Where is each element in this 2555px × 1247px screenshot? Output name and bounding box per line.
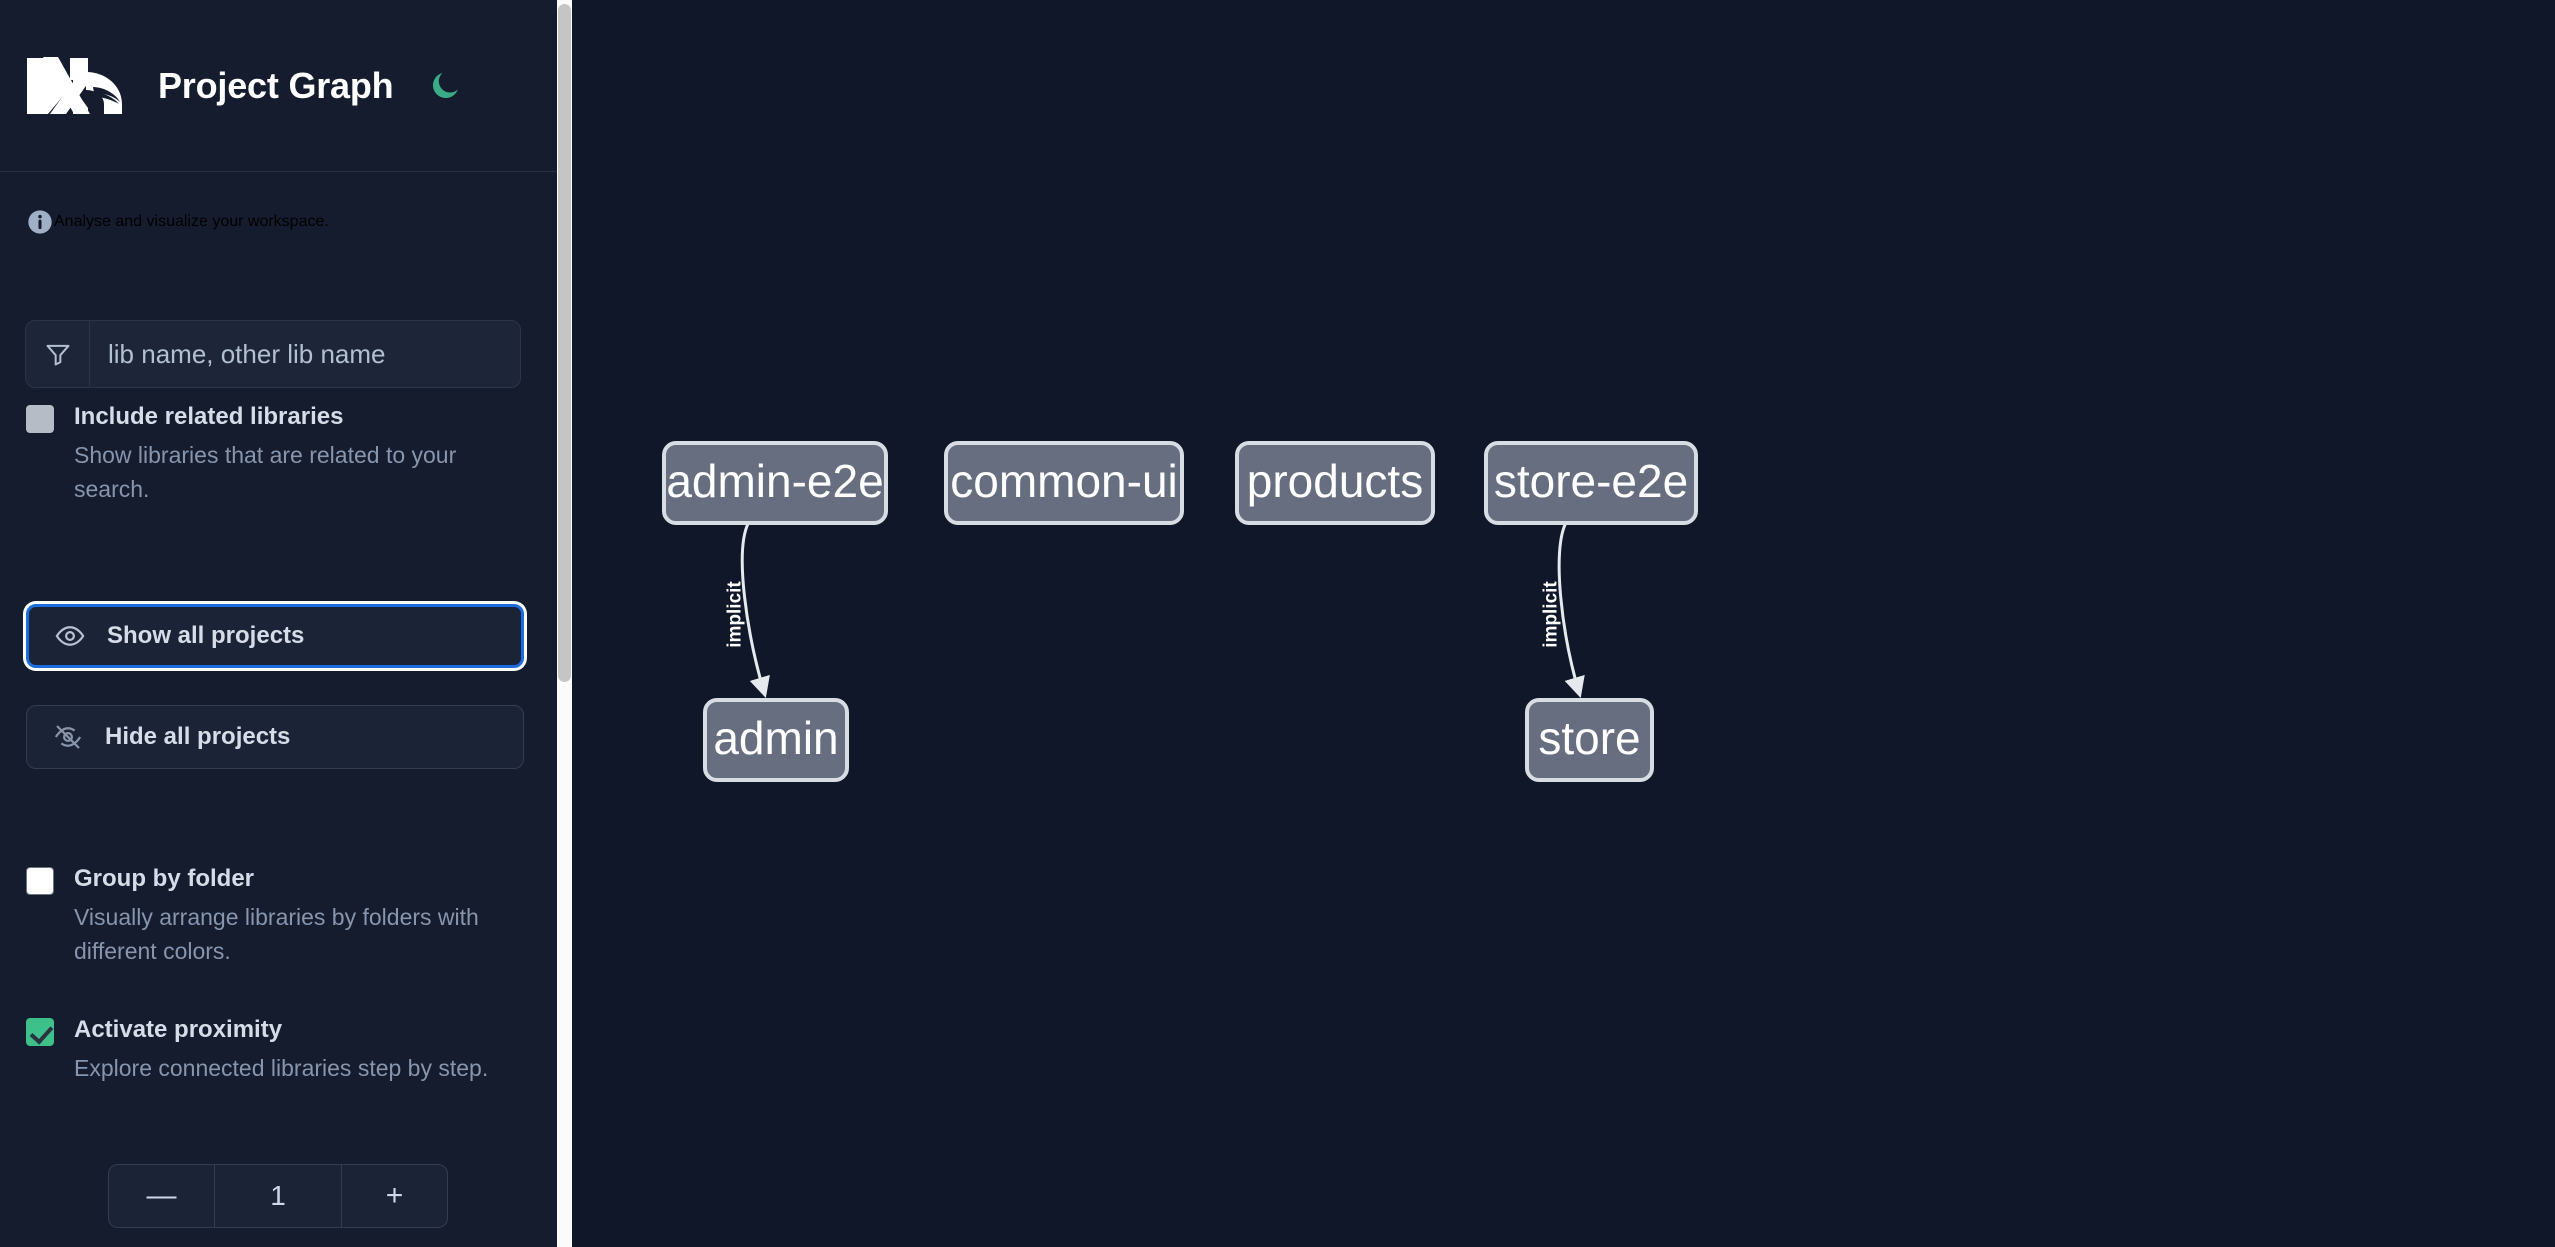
graph-svg: implicit implicit admin-e2e common-ui produ… xyxy=(662,441,1698,782)
funnel-icon xyxy=(26,321,90,387)
sidebar: Project Graph Analyse and visualize your… xyxy=(0,0,557,1247)
group-by-folder-checkbox[interactable] xyxy=(26,867,54,895)
project-graph-canvas[interactable]: implicit implicit admin-e2e common-ui produ… xyxy=(572,0,2555,1247)
graph-node-label: products xyxy=(1247,455,1423,507)
moon-icon[interactable] xyxy=(423,64,467,108)
option-label: Activate proximity xyxy=(74,1016,283,1043)
activate-proximity-checkbox[interactable] xyxy=(26,1018,54,1046)
graph-node[interactable]: admin xyxy=(703,698,849,782)
option-group-by-folder[interactable]: Group by folder Visually arrange librari… xyxy=(26,862,526,968)
sidebar-tagline: Analyse and visualize your workspace. xyxy=(0,172,557,236)
graph-node[interactable]: admin-e2e xyxy=(662,441,888,525)
nx-logo-icon xyxy=(26,50,126,122)
graph-nodes: admin-e2e common-ui products store-e2e admin… xyxy=(662,441,1698,782)
option-label: Include related libraries xyxy=(74,403,344,430)
hide-all-projects-button[interactable]: Hide all projects xyxy=(26,705,524,769)
eye-icon xyxy=(55,621,85,651)
graph-edge-label: implicit xyxy=(1541,581,1562,648)
stepper-value: 1 xyxy=(270,1180,286,1211)
graph-node[interactable]: store-e2e xyxy=(1484,441,1698,525)
include-related-libraries-checkbox[interactable] xyxy=(26,405,54,433)
page-title: Project Graph xyxy=(158,64,394,106)
graph-edge[interactable]: implicit xyxy=(725,522,770,699)
option-label: Group by folder xyxy=(74,865,254,892)
graph-edges: implicit implicit xyxy=(725,522,1585,699)
sidebar-header: Project Graph xyxy=(0,0,557,172)
hide-all-projects-label: Hide all projects xyxy=(105,723,291,750)
show-all-projects-button[interactable]: Show all projects xyxy=(26,604,524,668)
graph-node-label: store xyxy=(1538,712,1640,764)
graph-node-label: common-ui xyxy=(950,455,1178,507)
sidebar-scrollbar-thumb[interactable] xyxy=(558,4,571,682)
option-description: Show libraries that are related to your … xyxy=(74,441,457,502)
option-description: Visually arrange libraries by folders wi… xyxy=(74,903,479,964)
option-activate-proximity[interactable]: Activate proximity Explore connected lib… xyxy=(26,1013,526,1085)
graph-node-label: store-e2e xyxy=(1494,455,1688,507)
graph-node[interactable]: products xyxy=(1235,441,1435,525)
option-text: Group by folder Visually arrange librari… xyxy=(74,862,524,968)
option-include-related-libraries[interactable]: Include related libraries Show libraries… xyxy=(26,400,526,506)
option-text: Include related libraries Show libraries… xyxy=(74,400,524,506)
stepper-increment-button[interactable]: + xyxy=(341,1165,447,1227)
filter-box[interactable] xyxy=(25,320,521,388)
info-icon xyxy=(26,208,54,236)
graph-edge[interactable]: implicit xyxy=(1541,522,1585,699)
sidebar-tagline-text: Analyse and visualize your workspace. xyxy=(54,213,329,230)
stepper-decrement-button[interactable]: — xyxy=(109,1165,215,1227)
show-all-projects-label: Show all projects xyxy=(107,622,305,649)
graph-node-label: admin xyxy=(713,712,838,764)
search-input[interactable] xyxy=(90,321,520,387)
eye-off-icon xyxy=(53,722,83,752)
graph-edge-label: implicit xyxy=(725,581,746,648)
proximity-stepper[interactable]: — 1 + xyxy=(108,1164,448,1228)
graph-node[interactable]: common-ui xyxy=(944,441,1184,525)
option-text: Activate proximity Explore connected lib… xyxy=(74,1013,488,1085)
graph-node-label: admin-e2e xyxy=(666,455,883,507)
graph-node[interactable]: store xyxy=(1525,698,1654,782)
option-description: Explore connected libraries step by step… xyxy=(74,1054,489,1081)
